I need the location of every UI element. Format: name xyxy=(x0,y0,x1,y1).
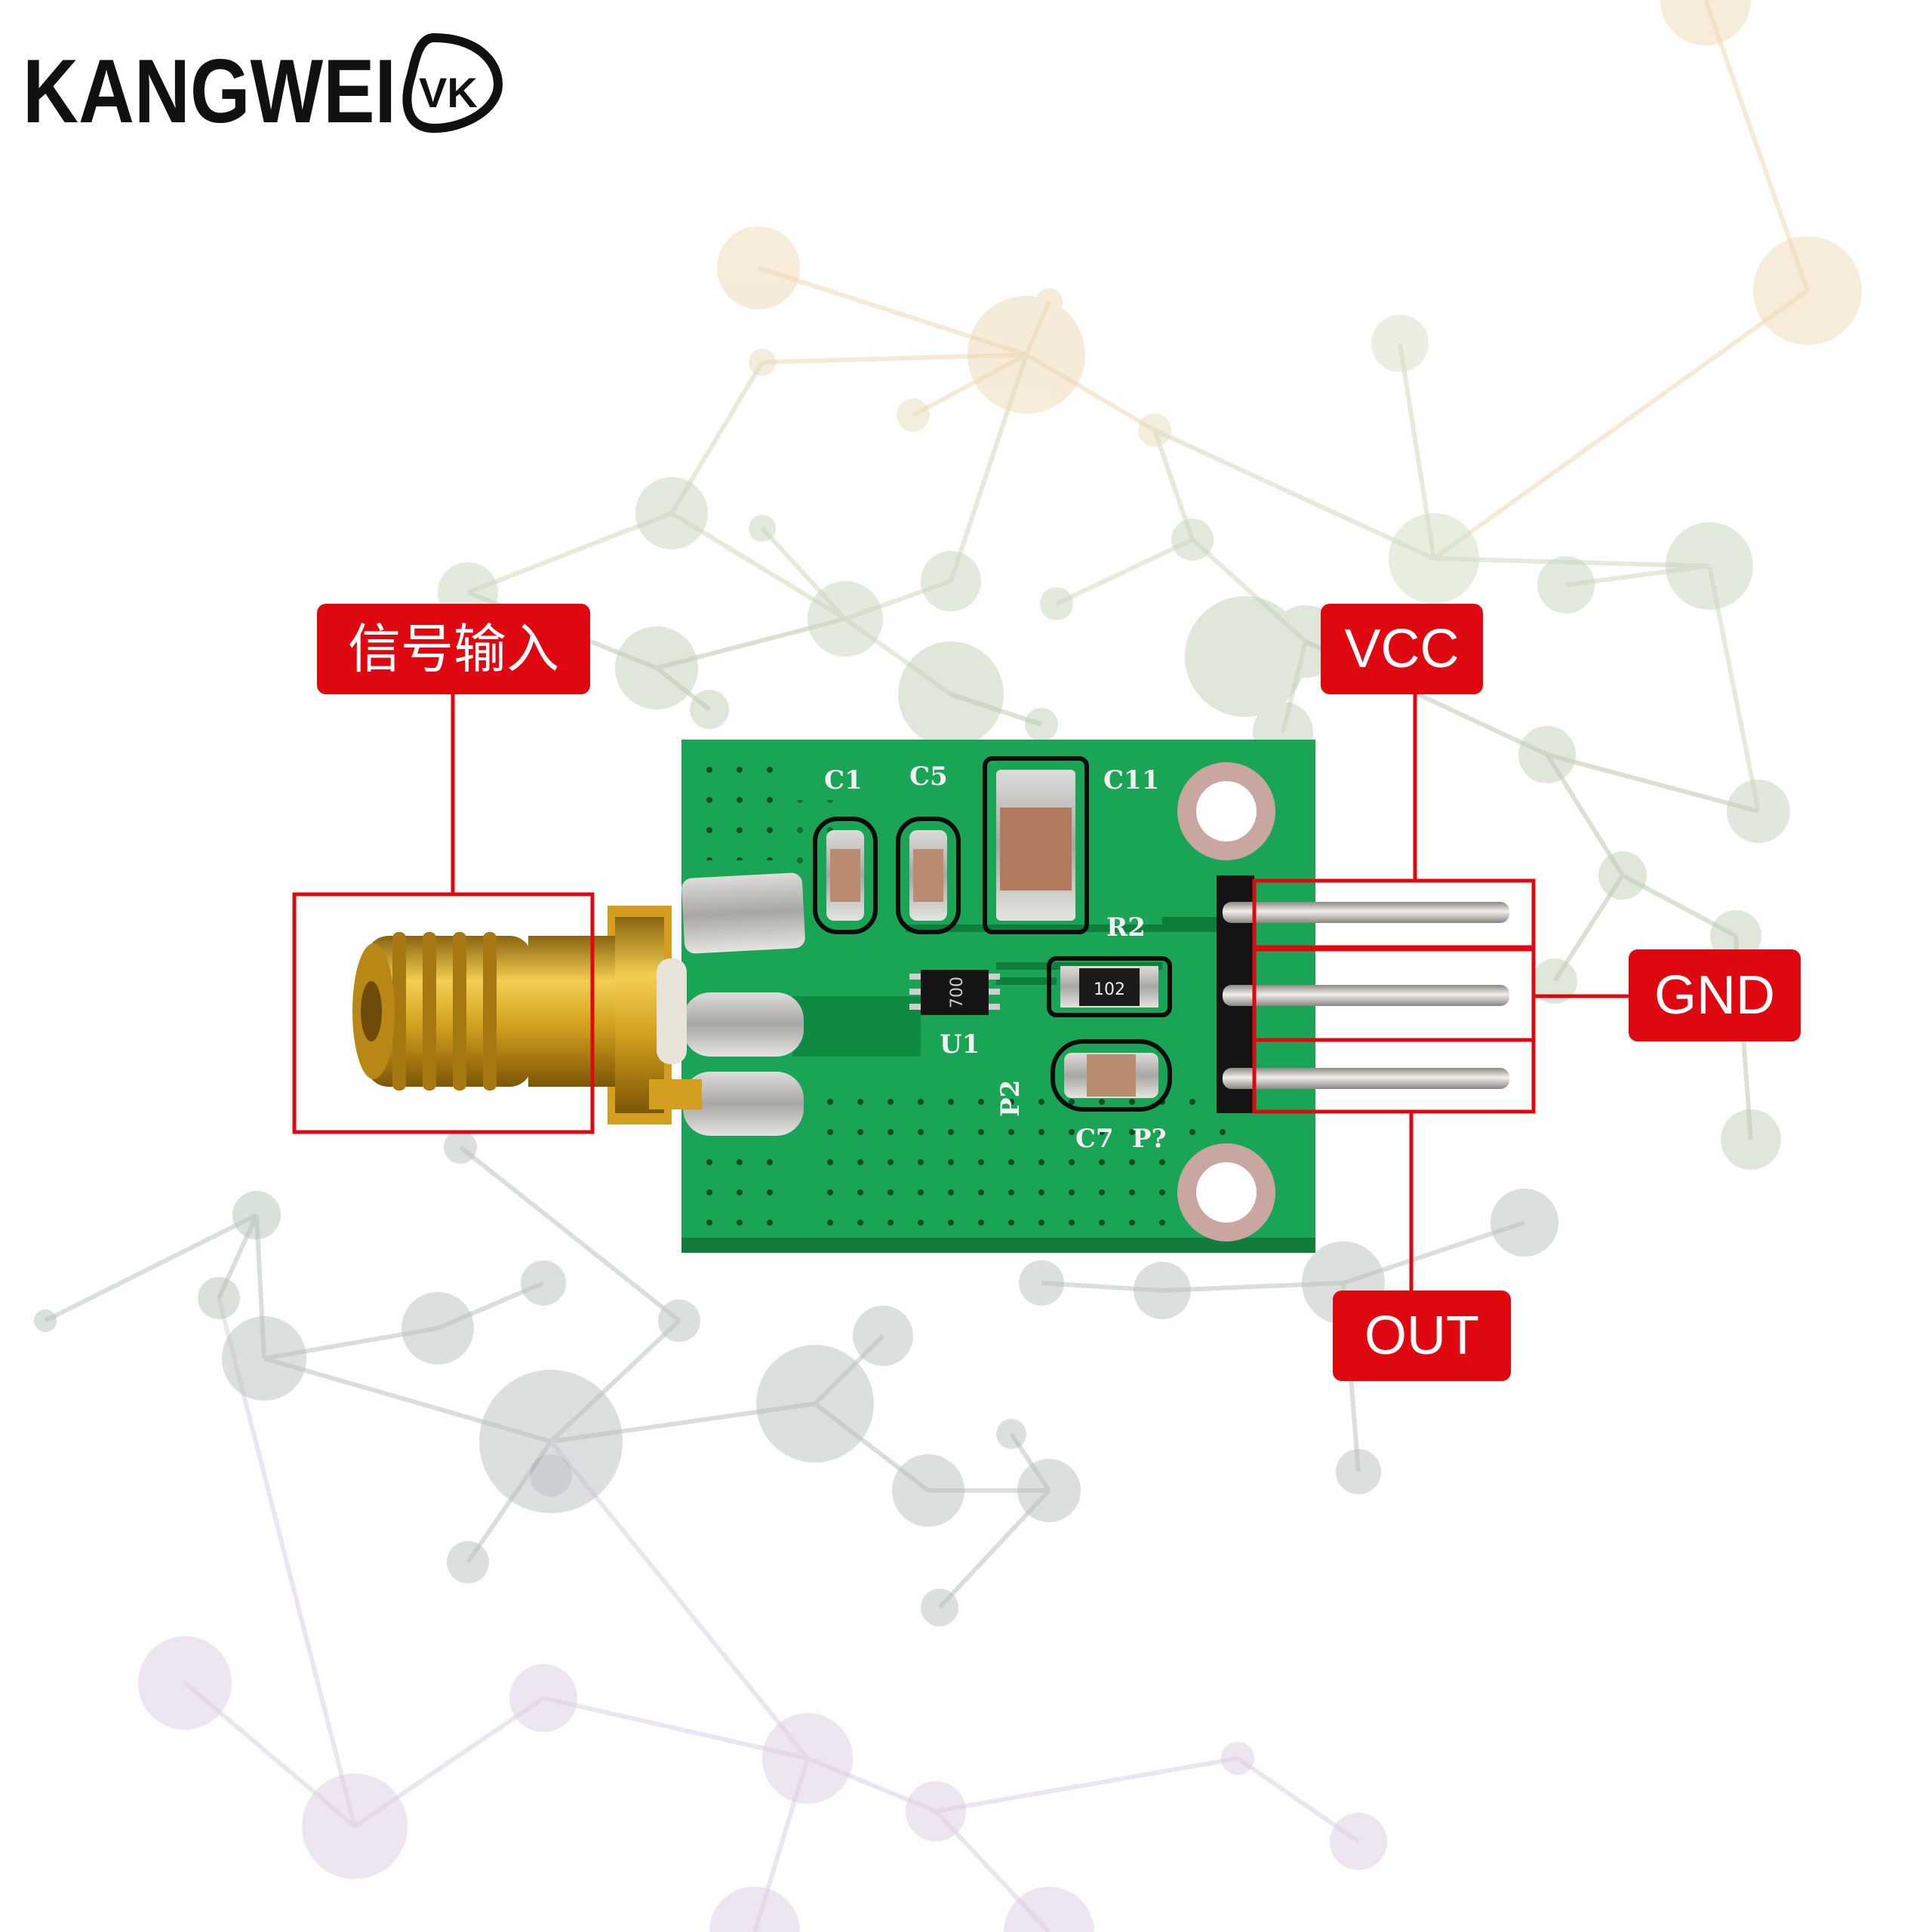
pin-header xyxy=(1217,875,1509,1113)
silk-p-unknown: P? xyxy=(1132,1124,1167,1154)
vcc-label: VCC xyxy=(1321,604,1483,694)
mounting-hole-bottom xyxy=(1177,1143,1275,1241)
capacitor-c1 xyxy=(813,817,878,934)
silk-c7: C7 xyxy=(1075,1124,1114,1154)
capacitor-c5 xyxy=(896,817,961,934)
svg-text:VK: VK xyxy=(419,69,478,116)
out-pin-box xyxy=(1252,1038,1536,1114)
gnd-label: GND xyxy=(1629,949,1801,1041)
sma-threads xyxy=(366,932,532,1091)
silk-c11: C11 xyxy=(1103,765,1159,795)
connector-highlight-box xyxy=(292,892,595,1134)
silk-r2: R2 xyxy=(1106,912,1146,943)
silk-c1: C1 xyxy=(824,765,863,795)
silk-u1: U1 xyxy=(940,1029,980,1060)
svg-text:700: 700 xyxy=(948,977,967,1008)
resistor-r2: 102 xyxy=(1047,956,1172,1017)
vk-emblem-icon: VK xyxy=(402,32,503,134)
signal-input-label: 信号输入 xyxy=(317,604,590,694)
capacitor-c11 xyxy=(983,756,1089,934)
chip-u1: 700 xyxy=(909,970,1000,1015)
brand-logo: KANGWEI VK xyxy=(23,32,503,142)
capacitor-c7 xyxy=(1051,1039,1172,1112)
sma-connector xyxy=(352,872,805,1136)
silk-p2: P2 xyxy=(995,1080,1026,1117)
out-label: OUT xyxy=(1333,1291,1511,1381)
vcc-pin-box xyxy=(1252,878,1536,949)
svg-text:KANGWEI: KANGWEI xyxy=(23,41,396,142)
silk-c5: C5 xyxy=(909,761,948,792)
mounting-hole-top xyxy=(1177,762,1275,860)
svg-text:102: 102 xyxy=(1094,980,1125,999)
